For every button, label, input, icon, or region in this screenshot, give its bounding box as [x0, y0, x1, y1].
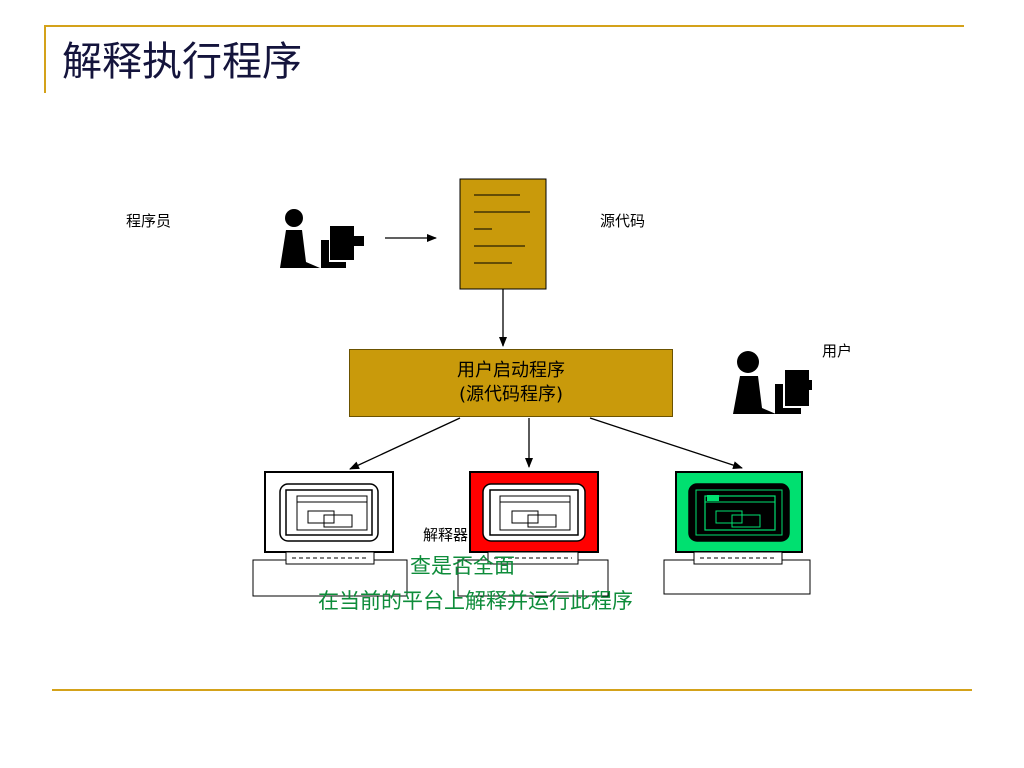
programmer-label: 程序员	[126, 211, 171, 231]
programmer-icon	[280, 209, 364, 268]
source-code-label: 源代码	[600, 211, 645, 231]
document-icon	[460, 179, 546, 289]
user-icon	[733, 348, 824, 414]
interpreter-note-line2: 在当前的平台上解释并运行此程序	[318, 587, 633, 615]
interpreter-label: 解释器	[423, 525, 468, 545]
start-box-line2: (源代码程序)	[459, 383, 563, 407]
user-label: 用户	[822, 341, 852, 361]
arrow-start-to-monitor-right	[590, 418, 742, 468]
user-start-program-box: 用户启动程序 (源代码程序)	[349, 349, 673, 417]
monitor-icon	[664, 472, 810, 594]
monitor-icon	[253, 472, 407, 596]
interpreter-note-line1: 查是否全面	[410, 552, 515, 580]
footer-rule	[52, 689, 972, 691]
arrow-start-to-monitor-left	[350, 418, 460, 469]
start-box-line1: 用户启动程序	[457, 359, 565, 383]
